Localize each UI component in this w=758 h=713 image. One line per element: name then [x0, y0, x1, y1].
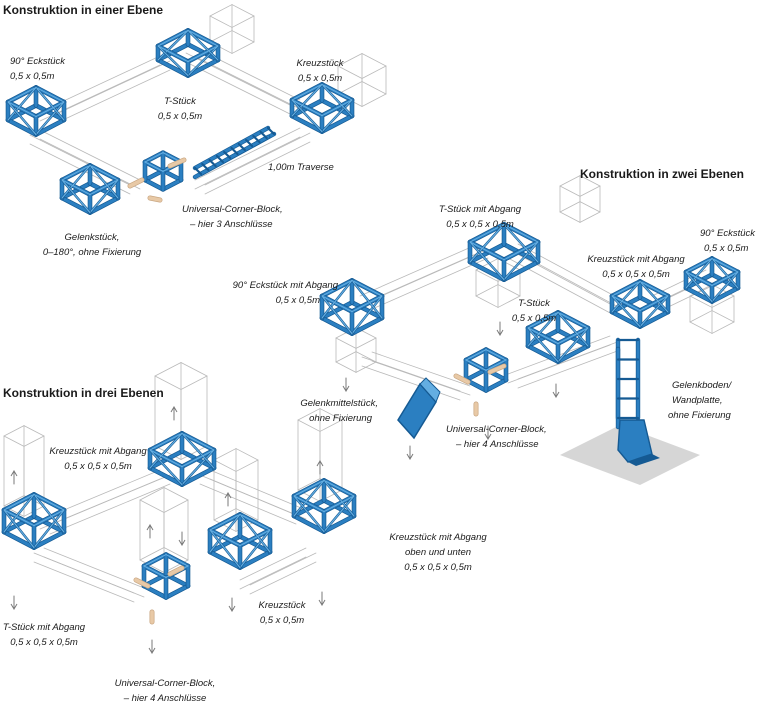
- rail-1-back: [39, 55, 171, 127]
- piece-hinge: [59, 163, 121, 215]
- outline-2-left-down: [335, 327, 377, 373]
- piece-corner-90-2: [683, 256, 741, 304]
- arrow-3-e: [316, 460, 324, 475]
- connector-2b: [487, 363, 507, 375]
- truss-pieces: [1, 28, 741, 625]
- connector-1a: [127, 177, 145, 189]
- label-universal-corner-block-3: Universal-Corner-Block,– hier 3 Anschlüs…: [182, 204, 283, 230]
- arrow-3-h: [224, 492, 232, 507]
- rail-1-top: [185, 47, 301, 115]
- piece-cross-branch-2: [609, 279, 671, 329]
- piece-t-2: [525, 310, 591, 364]
- arrow-3-b: [10, 595, 18, 610]
- rail-3-back: [39, 469, 171, 535]
- piece-cross-3: [207, 512, 273, 570]
- piece-hinge-base: [617, 419, 660, 466]
- piece-ucb-3: [142, 150, 184, 192]
- arrow-2-e: [484, 425, 492, 440]
- connector-3b: [167, 565, 185, 577]
- rail-2-top: [507, 243, 623, 315]
- piece-cross-branch-3: [147, 431, 217, 487]
- label-universal-corner-block-4-3: Universal-Corner-Block,– hier 4 Anschlüs…: [114, 678, 216, 704]
- label-hinge-piece: Gelenkstück,0–180°, ohne Fixierung: [42, 232, 142, 258]
- piece-traverse: [192, 125, 277, 180]
- label-hinge-base: Gelenkboden/Wandplatte,ohne Fixierung: [668, 380, 732, 421]
- piece-cross-ud-3: [291, 478, 357, 534]
- connector-3a: [133, 577, 151, 589]
- rail-1-right: [194, 127, 311, 195]
- label-universal-corner-block-4-2: Universal-Corner-Block,– hier 4 Anschlüs…: [446, 424, 547, 450]
- outline-2-top: [559, 175, 601, 223]
- outline-1-top-end: [209, 4, 255, 54]
- heading-two-levels: Konstruktion in zwei Ebenen: [580, 167, 745, 181]
- rail-3-top: [199, 469, 307, 525]
- arrow-3-a: [10, 470, 18, 485]
- connector-1b: [167, 157, 187, 169]
- direction-arrows: [10, 321, 560, 654]
- connector-2a: [453, 373, 471, 385]
- outline-3-corner: [3, 425, 45, 517]
- outline-3-ucb: [139, 487, 189, 573]
- piece-t-branch-2: [467, 222, 541, 282]
- arrow-2-c: [552, 383, 560, 398]
- piece-hinge-mid: [397, 377, 441, 440]
- piece-tower: [615, 337, 641, 430]
- piece-corner-90: [5, 85, 67, 137]
- arrow-3-c: [170, 406, 178, 421]
- rail-2-mid: [507, 335, 621, 389]
- rail-3-right: [239, 547, 317, 595]
- arrow-3-j: [146, 524, 154, 539]
- piece-corner-branch-2: [319, 278, 385, 336]
- heading-three-levels: Konstruktion in drei Ebenen: [3, 386, 164, 400]
- outline-1-right-end: [337, 53, 387, 107]
- arrow-2-d: [406, 445, 414, 460]
- piece-cross: [289, 82, 355, 134]
- piece-t: [155, 28, 221, 78]
- piece-t-branch-3: [1, 492, 67, 550]
- heading-one-level: Konstruktion in einer Ebene: [3, 3, 164, 17]
- arrow-3-d: [178, 531, 186, 546]
- label-traverse: 1,00m Traverse: [268, 162, 334, 173]
- arrow-2-b: [342, 377, 350, 392]
- arrow-2-a: [496, 321, 504, 336]
- arrow-3-i: [228, 597, 236, 612]
- arrow-3-g: [148, 639, 156, 654]
- rail-3-left: [33, 547, 145, 603]
- piece-ucb-4-3: [141, 552, 191, 600]
- label-hinge-mid: Gelenkmittelstück,ohne Fixierung: [300, 398, 378, 424]
- arrow-3-f: [318, 591, 326, 606]
- rail-2-left: [361, 351, 471, 401]
- connector-1c: [147, 195, 163, 203]
